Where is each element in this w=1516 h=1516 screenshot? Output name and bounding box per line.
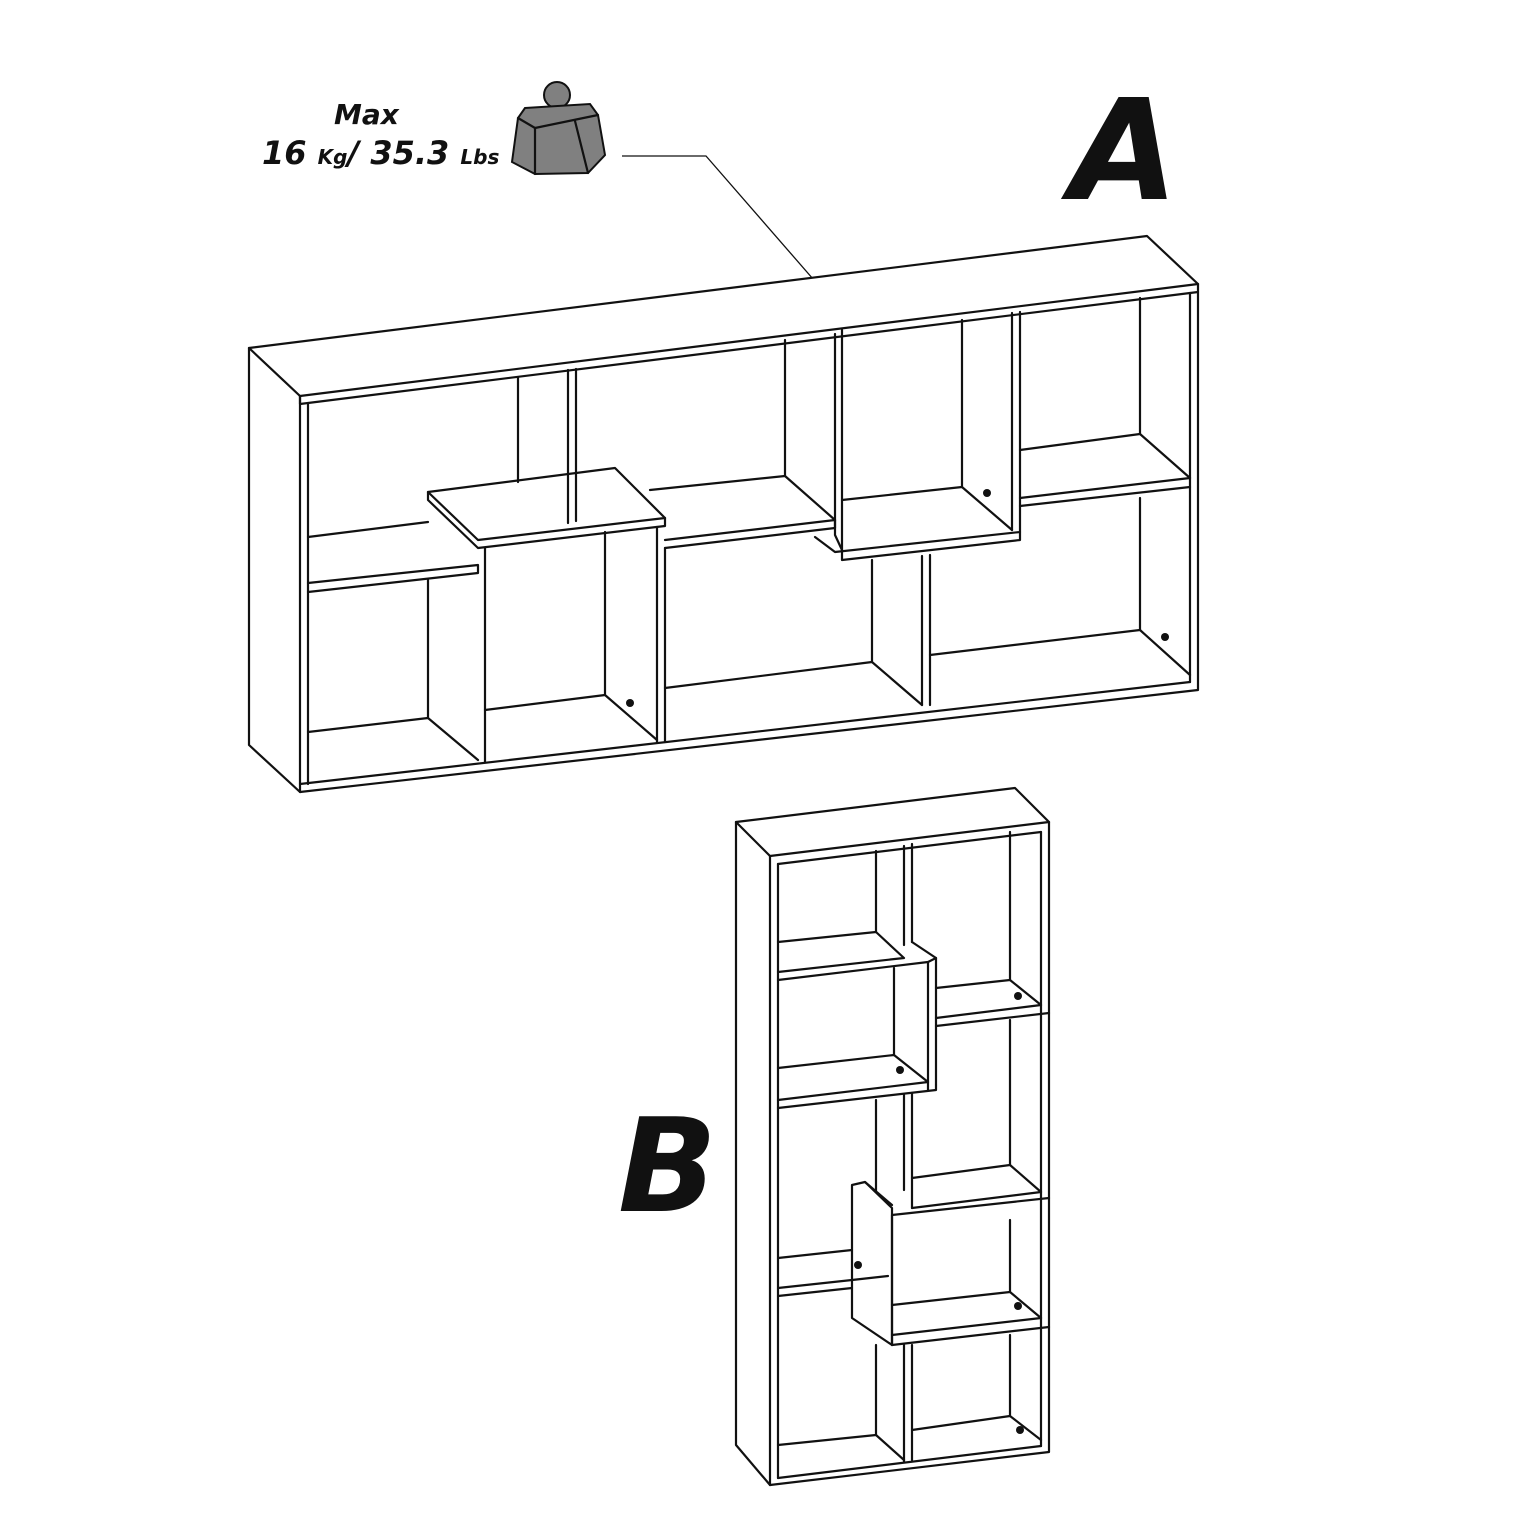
- config-b-label: B: [618, 1090, 718, 1242]
- kg-value: 16: [262, 134, 307, 172]
- config-a-label: A: [1070, 70, 1179, 233]
- shelf-config-b: [734, 786, 1051, 1487]
- weight-icon: [510, 81, 607, 176]
- leader-line: [622, 155, 841, 311]
- lbs-unit: Lbs: [460, 145, 500, 169]
- lbs-value: 35.3: [370, 134, 450, 172]
- kg-unit: Kg: [317, 145, 348, 169]
- separator: /: [347, 134, 360, 172]
- max-load-value: 16 Kg/ 35.3 Lbs: [262, 134, 499, 172]
- max-load-label: Max: [334, 98, 399, 131]
- shelf-config-a: [247, 234, 1200, 794]
